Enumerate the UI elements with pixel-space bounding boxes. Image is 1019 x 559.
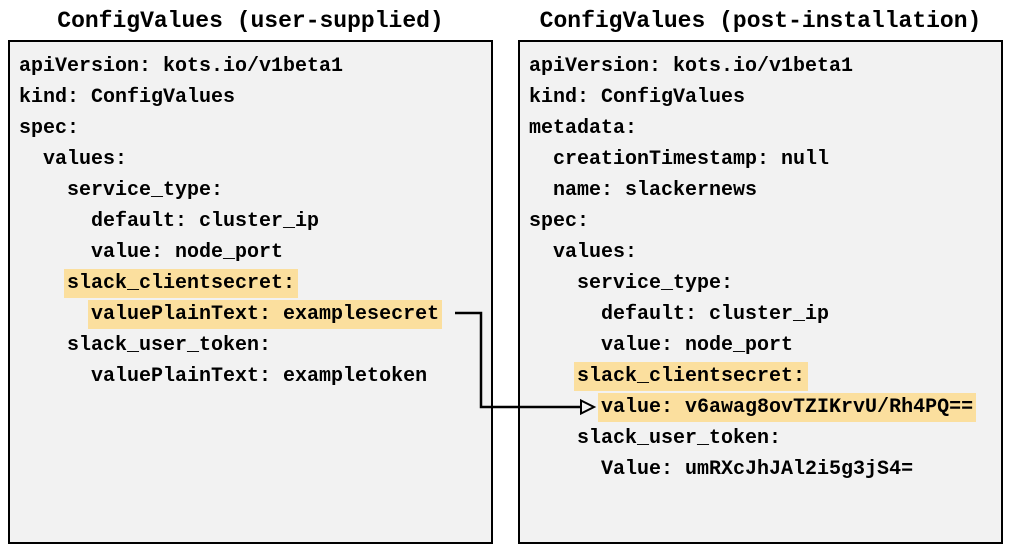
code-text: spec: [529,210,590,233]
code-text: default: cluster_ip [91,210,320,233]
code-text: creationTimestamp: null [553,148,830,171]
code-text: slack_user_token: [577,427,782,450]
code-text: Value: umRXcJhJAl2i5g3jS4= [601,458,914,481]
code-indent [19,272,67,295]
code-text: valuePlainText: exampletoken [91,365,428,388]
code-line: valuePlainText: examplesecret [19,299,491,330]
code-indent [529,365,577,388]
code-text: service_type: [67,179,224,202]
code-indent [529,241,553,264]
code-indent [529,334,601,357]
code-text: slack_user_token: [67,334,272,357]
code-line: default: cluster_ip [19,206,491,237]
code-indent [529,148,553,171]
code-line: Value: umRXcJhJAl2i5g3jS4= [529,454,1001,485]
panel-title-post-installation: ConfigValues (post-installation) [539,8,982,34]
highlighted-code-text: valuePlainText: examplesecret [88,300,443,329]
code-line: service_type: [19,175,491,206]
code-indent [529,303,601,326]
config-panel-post-installation: apiVersion: kots.io/v1beta1 kind: ConfigV… [518,40,1003,544]
code-line: spec: [19,113,491,144]
code-text: value: node_port [601,334,794,357]
code-indent [529,179,553,202]
code-text: spec: [19,117,80,140]
code-text: kind: ConfigValues [19,86,236,109]
code-text: values: [43,148,128,171]
code-line: value: node_port [19,237,491,268]
highlighted-code-text: value: v6awag8ovTZIKrvU/Rh4PQ== [598,393,977,422]
code-indent [19,210,91,233]
code-text: kind: ConfigValues [529,86,746,109]
code-indent [19,365,91,388]
code-line: slack_clientsecret: [19,268,491,299]
code-text: value: node_port [91,241,284,264]
code-indent [529,458,601,481]
code-line: values: [529,237,1001,268]
code-line: slack_user_token: [19,330,491,361]
yaml-code-block-user-supplied: apiVersion: kots.io/v1beta1 kind: ConfigV… [10,42,491,392]
code-line: spec: [529,206,1001,237]
code-text: metadata: [529,117,638,140]
panel-title-user-supplied: ConfigValues (user-supplied) [57,8,444,34]
yaml-code-block-post-installation: apiVersion: kots.io/v1beta1 kind: ConfigV… [520,42,1001,485]
code-indent [529,427,577,450]
code-line: name: slackernews [529,175,1001,206]
highlighted-code-text: slack_clientsecret: [574,362,809,391]
code-line: service_type: [529,268,1001,299]
code-line: value: v6awag8ovTZIKrvU/Rh4PQ== [529,392,1001,423]
code-text: service_type: [577,272,734,295]
code-line: apiVersion: kots.io/v1beta1 [529,51,1001,82]
code-text: apiVersion: kots.io/v1beta1 [19,55,344,78]
config-panel-user-supplied: apiVersion: kots.io/v1beta1 kind: ConfigV… [8,40,493,544]
code-line: kind: ConfigValues [19,82,491,113]
code-indent [529,396,601,419]
code-indent [19,241,91,264]
code-line: valuePlainText: exampletoken [19,361,491,392]
code-indent [19,179,67,202]
code-line: value: node_port [529,330,1001,361]
code-text: name: slackernews [553,179,758,202]
code-line: metadata: [529,113,1001,144]
code-indent [19,334,67,357]
code-line: values: [19,144,491,175]
code-indent [19,148,43,171]
code-line: slack_user_token: [529,423,1001,454]
code-line: default: cluster_ip [529,299,1001,330]
code-indent [19,303,91,326]
code-line: apiVersion: kots.io/v1beta1 [19,51,491,82]
code-line: creationTimestamp: null [529,144,1001,175]
code-line: kind: ConfigValues [529,82,1001,113]
code-text: values: [553,241,638,264]
code-text: apiVersion: kots.io/v1beta1 [529,55,854,78]
code-text: default: cluster_ip [601,303,830,326]
highlighted-code-text: slack_clientsecret: [64,269,299,298]
code-indent [529,272,577,295]
code-line: slack_clientsecret: [529,361,1001,392]
